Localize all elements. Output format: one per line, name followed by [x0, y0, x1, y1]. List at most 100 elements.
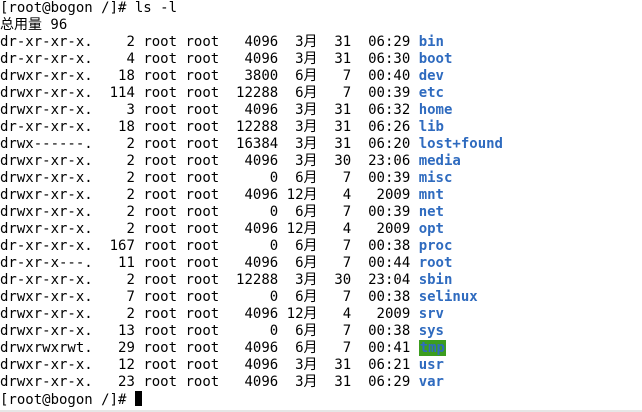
file-owner: root	[143, 340, 178, 356]
file-time: 23:06	[359, 153, 411, 169]
file-permissions: drwxr-xr-x.	[0, 221, 93, 237]
table-row: drwxr-xr-x. 2 root root 4096 12月 4 2009 …	[0, 187, 444, 204]
table-row: drwxr-xr-x. 13 root root 0 6月 7 00:38 sy…	[0, 323, 444, 340]
file-day: 7	[325, 238, 352, 254]
file-day: 30	[325, 153, 352, 169]
file-group: root	[185, 34, 220, 50]
file-day: 7	[325, 323, 352, 339]
table-row: drwxr-xr-x. 2 root root 4096 12月 4 2009 …	[0, 306, 444, 323]
file-name: sbin	[418, 272, 453, 288]
file-month: 6月	[286, 68, 318, 84]
prompt-line[interactable]: [root@bogon /]#	[0, 391, 142, 408]
file-owner: root	[143, 170, 178, 186]
file-group: root	[185, 357, 220, 373]
file-permissions: drwxr-xr-x.	[0, 68, 93, 84]
file-time: 23:04	[359, 272, 411, 288]
file-day: 7	[325, 255, 352, 271]
file-day: 7	[325, 85, 352, 101]
file-name: bin	[418, 34, 444, 50]
file-name: mnt	[418, 187, 444, 203]
file-link-count: 2	[101, 187, 135, 203]
file-owner: root	[143, 272, 178, 288]
file-link-count: 18	[101, 68, 135, 84]
file-name: net	[418, 204, 444, 220]
file-name: lost+found	[418, 136, 503, 152]
file-day: 31	[325, 136, 352, 152]
file-name: sys	[418, 323, 444, 339]
file-owner: root	[143, 289, 178, 305]
file-name: opt	[418, 221, 444, 237]
file-day: 7	[325, 340, 352, 356]
file-size: 4096	[227, 153, 279, 169]
file-day: 4	[325, 221, 352, 237]
file-group: root	[185, 136, 220, 152]
table-row: drwxr-xr-x. 2 root root 4096 3月 30 23:06…	[0, 153, 461, 170]
table-row: drwxr-xr-x. 7 root root 0 6月 7 00:38 sel…	[0, 289, 478, 306]
file-month: 6月	[286, 85, 318, 101]
file-time: 00:40	[359, 68, 411, 84]
file-link-count: 4	[101, 51, 135, 67]
file-group: root	[185, 306, 220, 322]
file-size: 4096	[227, 102, 279, 118]
file-owner: root	[143, 204, 178, 220]
file-size: 16384	[227, 136, 279, 152]
file-link-count: 2	[101, 136, 135, 152]
file-owner: root	[143, 255, 178, 271]
file-size: 4096	[227, 357, 279, 373]
file-time: 06:26	[359, 119, 411, 135]
file-month: 3月	[286, 136, 318, 152]
file-day: 31	[325, 102, 352, 118]
file-month: 12月	[286, 187, 318, 203]
file-month: 12月	[286, 221, 318, 237]
table-row: drwxr-xr-x. 23 root root 4096 3月 31 06:2…	[0, 374, 444, 391]
file-owner: root	[143, 153, 178, 169]
file-permissions: dr-xr-xr-x.	[0, 272, 93, 288]
table-row: drwx------. 2 root root 16384 3月 31 06:2…	[0, 136, 503, 153]
file-group: root	[185, 68, 220, 84]
file-size: 4096	[227, 221, 279, 237]
file-name: media	[418, 153, 461, 169]
file-group: root	[185, 51, 220, 67]
file-group: root	[185, 170, 220, 186]
file-permissions: dr-xr-x---.	[0, 255, 93, 271]
table-row: drwxr-xr-x. 2 root root 0 6月 7 00:39 net	[0, 204, 444, 221]
file-month: 6月	[286, 238, 318, 254]
file-month: 3月	[286, 374, 318, 390]
file-size: 0	[227, 170, 279, 186]
file-link-count: 2	[101, 221, 135, 237]
file-link-count: 3	[101, 102, 135, 118]
file-month: 3月	[286, 34, 318, 50]
file-day: 31	[325, 374, 352, 390]
file-link-count: 29	[101, 340, 135, 356]
file-size: 0	[227, 289, 279, 305]
file-permissions: drwx------.	[0, 136, 93, 152]
file-size: 4096	[227, 51, 279, 67]
file-month: 3月	[286, 102, 318, 118]
file-name: srv	[418, 306, 444, 322]
file-owner: root	[143, 357, 178, 373]
file-day: 7	[325, 170, 352, 186]
file-link-count: 2	[101, 153, 135, 169]
file-size: 3800	[227, 68, 279, 84]
file-size: 4096	[227, 187, 279, 203]
file-link-count: 12	[101, 357, 135, 373]
file-link-count: 2	[101, 204, 135, 220]
file-month: 3月	[286, 153, 318, 169]
file-day: 31	[325, 51, 352, 67]
file-link-count: 2	[101, 34, 135, 50]
file-month: 6月	[286, 170, 318, 186]
file-owner: root	[143, 85, 178, 101]
file-time: 06:29	[359, 34, 411, 50]
file-group: root	[185, 272, 220, 288]
file-name: dev	[418, 68, 444, 84]
file-month: 3月	[286, 357, 318, 373]
file-time: 00:38	[359, 238, 411, 254]
file-time: 06:32	[359, 102, 411, 118]
file-name: selinux	[418, 289, 478, 305]
file-group: root	[185, 119, 220, 135]
file-name: boot	[418, 51, 453, 67]
file-time: 2009	[359, 187, 411, 203]
file-month: 6月	[286, 340, 318, 356]
file-day: 4	[325, 187, 352, 203]
